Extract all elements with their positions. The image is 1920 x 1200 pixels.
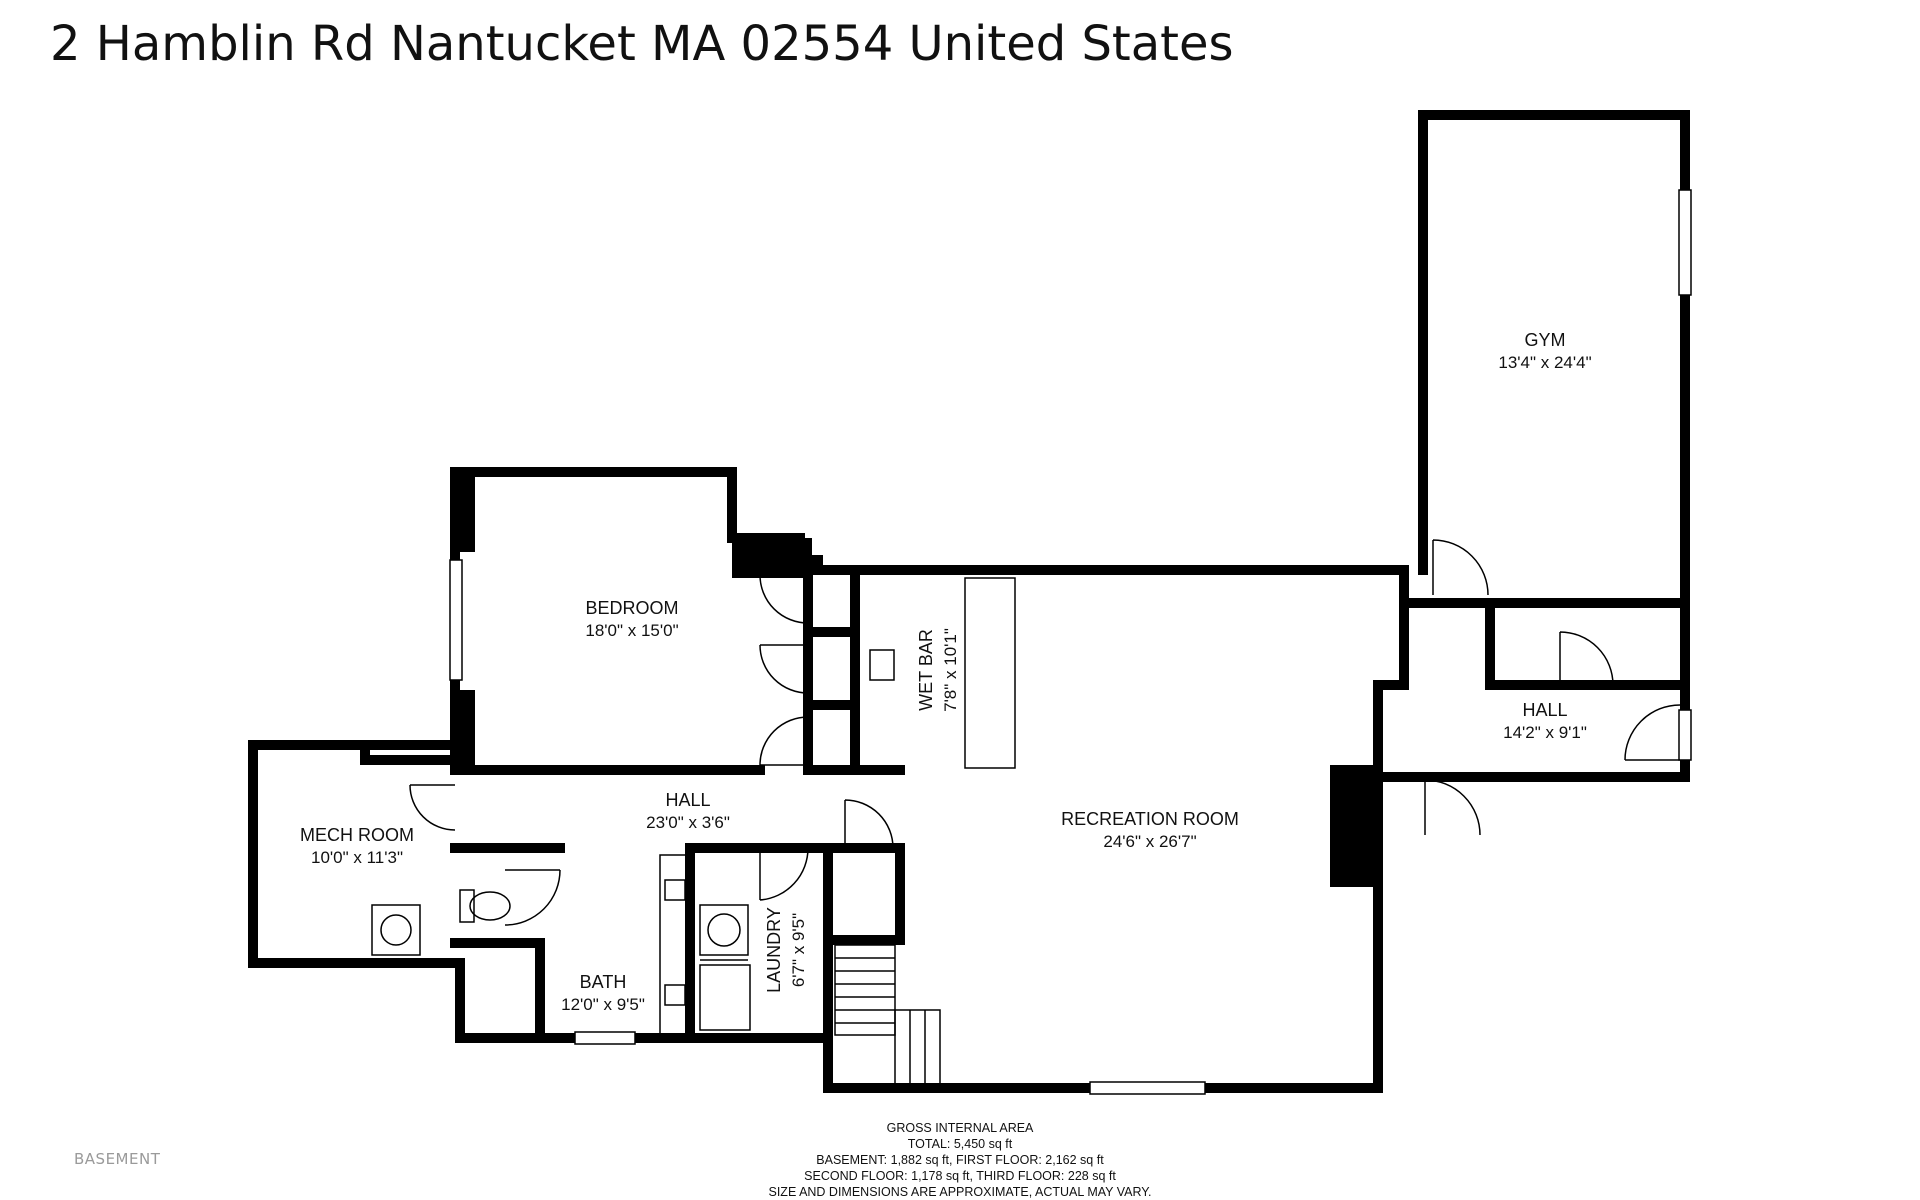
room-name-recreation: RECREATION ROOM [1061, 809, 1239, 829]
page-title: 2 Hamblin Rd Nantucket MA 02554 United S… [50, 16, 1234, 72]
bedroom-notch [732, 538, 812, 578]
room-name-gym: GYM [1524, 330, 1565, 350]
room-dims-mech: 10'0" x 11'3" [311, 848, 403, 867]
washer [371, 904, 421, 956]
recreation-window [1089, 1081, 1206, 1095]
hall-east-door [1624, 704, 1681, 761]
bedroom-jamb-top [455, 472, 475, 552]
bedroom-closet-door-2 [759, 644, 809, 694]
windows [449, 189, 1692, 1095]
room-dims-hall-main: 23'0" x 3'6" [646, 813, 730, 832]
hall-door [844, 799, 894, 849]
stairs [834, 944, 941, 1089]
walls [248, 110, 1690, 1093]
gross-internal-area: GROSS INTERNAL AREA TOTAL: 5,450 sq ft B… [0, 1120, 1920, 1200]
bedroom-jamb-bottom [455, 690, 475, 770]
wetbar-sink [869, 649, 895, 681]
bedroom-door [759, 716, 809, 766]
room-name-hall-east: HALL [1522, 700, 1567, 720]
laundry-washer [699, 904, 749, 956]
room-name-bath: BATH [580, 972, 627, 992]
room-dims-laundry: 6'7" x 9'5" [789, 913, 808, 987]
room-name-laundry: LAUNDRY [764, 907, 784, 993]
room-name-hall-main: HALL [665, 790, 710, 810]
rec-door [1424, 779, 1481, 836]
bedroom-window [449, 559, 463, 681]
fixtures [371, 577, 1016, 1089]
gym-window [1678, 189, 1692, 296]
room-dims-bath: 12'0" x 9'5" [561, 995, 645, 1014]
mech-door [409, 784, 456, 831]
chimney [1330, 765, 1382, 887]
bath-window [574, 1031, 636, 1045]
room-dims-wetbar: 7'8" x 10'1" [941, 628, 960, 712]
vanity [659, 854, 691, 1036]
bath-door [504, 869, 561, 926]
doors [409, 539, 1681, 926]
sink-2 [664, 984, 686, 1006]
laundry-door [759, 847, 809, 901]
toilet-tank [459, 889, 475, 923]
area-line: TOTAL: 5,450 sq ft [907, 1137, 1013, 1151]
area-line: SIZE AND DIMENSIONS ARE APPROXIMATE, ACT… [768, 1185, 1152, 1199]
bedroom-closet-door-1 [759, 574, 809, 624]
gym-walls [248, 110, 1690, 1093]
room-dims-bedroom: 18'0" x 15'0" [585, 621, 678, 640]
room-dims-gym: 13'4" x 24'4" [1498, 353, 1591, 372]
room-name-mech: MECH ROOM [300, 825, 414, 845]
east-hall-south [1373, 598, 1690, 782]
area-line: BASEMENT: 1,882 sq ft, FIRST FLOOR: 2,16… [816, 1153, 1104, 1167]
room-dims-hall-east: 14'2" x 9'1" [1503, 723, 1587, 742]
floor-label: BASEMENT [74, 1150, 161, 1168]
area-line: SECOND FLOOR: 1,178 sq ft, THIRD FLOOR: … [804, 1169, 1116, 1183]
east-hall-walls [1373, 598, 1409, 782]
room-name-wetbar: WET BAR [916, 629, 936, 711]
wetbar-counter [964, 577, 1016, 769]
laundry-counter [699, 964, 751, 1031]
sink-1 [664, 879, 686, 901]
gym-door [1432, 539, 1489, 596]
room-dims-recreation: 24'6" x 26'7" [1103, 832, 1196, 851]
area-heading: GROSS INTERNAL AREA [886, 1121, 1034, 1135]
room-name-bedroom: BEDROOM [585, 598, 678, 618]
room-labels: GYM 13'4" x 24'4" BEDROOM 18'0" x 15'0" … [300, 330, 1592, 1014]
closet-door [1559, 631, 1614, 686]
hall-east-window [1678, 709, 1692, 761]
